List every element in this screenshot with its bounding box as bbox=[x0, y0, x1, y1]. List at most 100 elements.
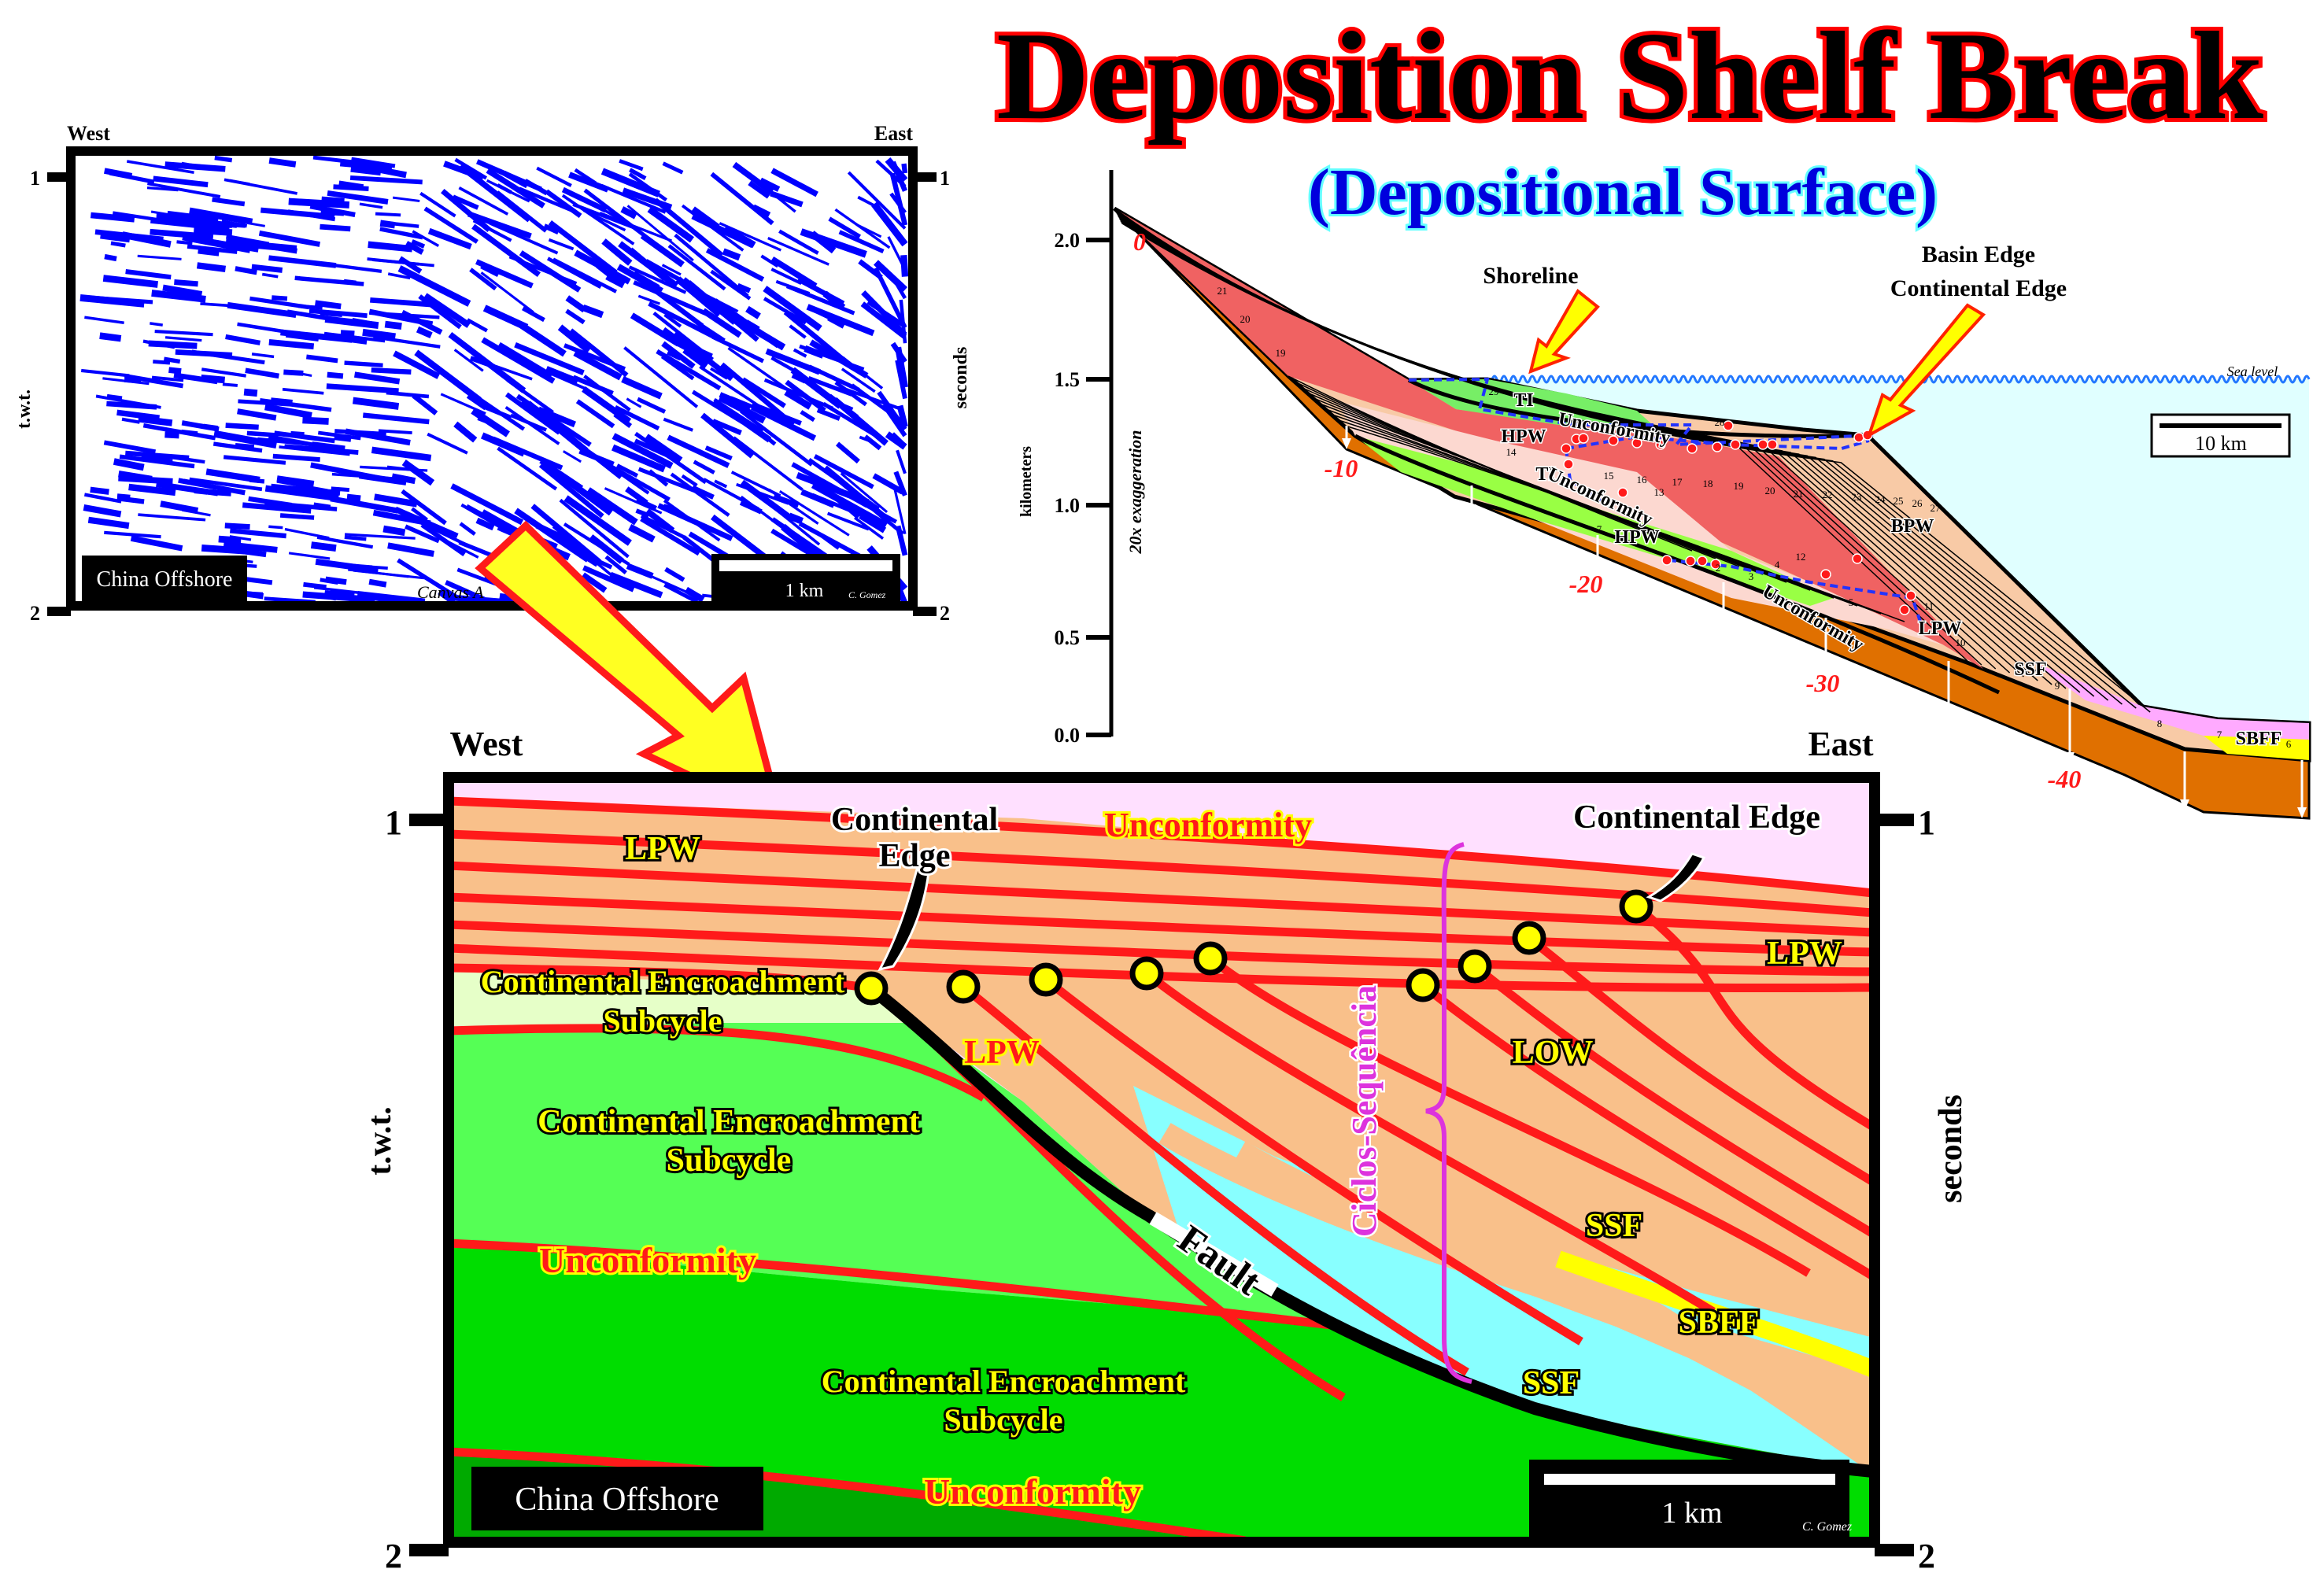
reflector bbox=[600, 183, 667, 214]
reflector bbox=[80, 368, 130, 378]
reflector bbox=[212, 441, 263, 453]
reflector bbox=[583, 375, 631, 412]
reflector bbox=[626, 205, 694, 262]
reflector bbox=[394, 508, 466, 546]
profile-unit-label: TI bbox=[1513, 390, 1533, 411]
reflector bbox=[645, 508, 675, 533]
reflector bbox=[552, 257, 618, 293]
reflector bbox=[287, 209, 336, 222]
seismic-location-box bbox=[82, 556, 247, 601]
reflector bbox=[334, 335, 368, 345]
reflector bbox=[330, 589, 355, 597]
reflector bbox=[189, 207, 253, 225]
reflector bbox=[623, 346, 699, 408]
reflector bbox=[183, 218, 231, 232]
unconformity-red-line bbox=[448, 1447, 1246, 1545]
label-ssf-2: SSF bbox=[1523, 1365, 1580, 1401]
label-unconformity-mid: Unconformity bbox=[539, 1240, 756, 1280]
reflector bbox=[164, 161, 226, 172]
reflector bbox=[350, 166, 382, 176]
reflector bbox=[714, 479, 728, 489]
reflector bbox=[315, 300, 342, 310]
reflector bbox=[732, 161, 774, 195]
reflector bbox=[200, 302, 233, 308]
reflector bbox=[635, 508, 650, 518]
reflector bbox=[621, 376, 663, 400]
reflector bbox=[353, 371, 401, 385]
reflector bbox=[116, 493, 131, 499]
arrow-head-icon bbox=[1467, 504, 1476, 515]
reflector bbox=[401, 309, 443, 335]
arrow-head-icon bbox=[1944, 705, 1953, 716]
reflector bbox=[899, 299, 907, 344]
reflector bbox=[475, 159, 542, 192]
reflector bbox=[331, 486, 350, 493]
reflector bbox=[168, 367, 182, 375]
reflector bbox=[401, 459, 435, 486]
label-ce-subcycle-2a: Continental Encroachment bbox=[538, 1104, 920, 1140]
reflector bbox=[453, 421, 478, 443]
reflector bbox=[710, 172, 774, 226]
reflector bbox=[466, 318, 488, 333]
reflector bbox=[545, 189, 582, 218]
arrow-head-icon bbox=[1342, 438, 1351, 449]
layer-number: 8 bbox=[2157, 718, 2163, 729]
fault bbox=[867, 983, 1874, 1478]
reflector bbox=[559, 498, 630, 559]
red-progradation bbox=[1114, 209, 1983, 669]
reflector bbox=[827, 393, 859, 419]
reflector bbox=[890, 161, 908, 192]
red-marker bbox=[1710, 559, 1721, 570]
reflector bbox=[392, 196, 420, 202]
reflector bbox=[770, 268, 803, 286]
reflector bbox=[384, 320, 402, 330]
reflector bbox=[274, 430, 335, 444]
reflector bbox=[189, 477, 263, 492]
basin-edge-label: Basin Edge bbox=[1922, 242, 2035, 268]
reflector bbox=[667, 244, 726, 291]
seismic-west-label: West bbox=[67, 122, 110, 145]
reflector bbox=[620, 206, 637, 220]
reflector bbox=[100, 232, 131, 243]
interp-tick-2-left: 2 bbox=[385, 1537, 402, 1575]
reflector bbox=[334, 434, 352, 442]
reflector bbox=[791, 462, 869, 508]
reflector bbox=[379, 220, 396, 229]
clinoform-line bbox=[1043, 976, 1583, 1346]
layer-number: 12 bbox=[1796, 551, 1806, 563]
reflector bbox=[628, 265, 687, 294]
y-tick-label: 0.0 bbox=[1055, 724, 1081, 747]
reflector bbox=[174, 279, 198, 287]
reflector bbox=[763, 286, 822, 331]
red-stratal-line bbox=[448, 963, 872, 993]
label-ce-subcycle-3b: Subcycle bbox=[944, 1402, 1062, 1438]
layer-number: 9 bbox=[2055, 680, 2060, 692]
title: Deposition Shelf Break bbox=[996, 6, 2263, 146]
continental-edge-marker bbox=[1458, 949, 1492, 984]
reflector bbox=[770, 190, 796, 213]
reflector bbox=[653, 198, 724, 257]
layer-number: 27 bbox=[1931, 502, 1942, 514]
reflector bbox=[173, 372, 218, 385]
reflector bbox=[616, 264, 663, 294]
reflector bbox=[264, 403, 312, 419]
interp-frame bbox=[443, 772, 1880, 1548]
reflector bbox=[321, 196, 345, 205]
reflector bbox=[710, 367, 729, 380]
reflector bbox=[609, 571, 663, 599]
layer-number: 19 bbox=[1734, 480, 1744, 492]
continental-edge-marker bbox=[946, 969, 981, 1004]
reflector bbox=[454, 157, 488, 180]
reflector bbox=[113, 211, 169, 223]
layer-number: 23 bbox=[1852, 491, 1862, 503]
reflector bbox=[83, 504, 122, 518]
reflector bbox=[368, 241, 413, 253]
reflector bbox=[890, 341, 907, 364]
reflector bbox=[150, 322, 163, 327]
reflector bbox=[705, 248, 765, 282]
reflector bbox=[205, 221, 222, 227]
reflector bbox=[489, 221, 559, 255]
reflector bbox=[563, 343, 626, 371]
reflector bbox=[110, 241, 126, 248]
reflector bbox=[338, 180, 364, 190]
